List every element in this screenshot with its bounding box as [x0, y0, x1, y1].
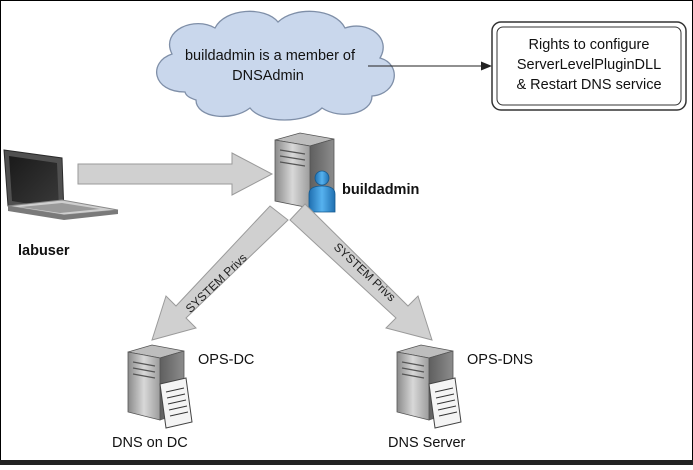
membership-cloud: buildadmin is a member of DNSAdmin — [156, 10, 395, 121]
rights-text-line1: Rights to configure — [529, 37, 650, 53]
ops-dns-label: OPS-DNS — [467, 352, 533, 368]
ops-dc-label: OPS-DC — [198, 352, 254, 368]
dns-server-caption: DNS Server — [388, 435, 466, 451]
rights-text-line2: ServerLevelPluginDLL — [517, 57, 661, 73]
dns-on-dc-caption: DNS on DC — [112, 435, 188, 451]
laptop-icon — [3, 149, 119, 220]
document-icon — [159, 377, 193, 429]
cloud-to-rights-connector — [368, 61, 492, 71]
buildadmin-label: buildadmin — [342, 182, 419, 198]
arrowhead-icon — [481, 61, 492, 71]
cloud-shape — [156, 10, 395, 121]
labuser-label: labuser — [18, 243, 70, 259]
user-icon — [308, 170, 336, 213]
document-icon — [428, 377, 462, 429]
cloud-text-line2: DNSAdmin — [232, 68, 304, 84]
rights-text-line3: & Restart DNS service — [516, 77, 661, 93]
labuser-to-buildadmin-arrow — [77, 152, 274, 196]
bottom-edge — [0, 460, 693, 465]
cloud-text-line1: buildadmin is a member of — [185, 48, 356, 64]
rights-box: Rights to configure ServerLevelPluginDLL… — [491, 21, 687, 111]
